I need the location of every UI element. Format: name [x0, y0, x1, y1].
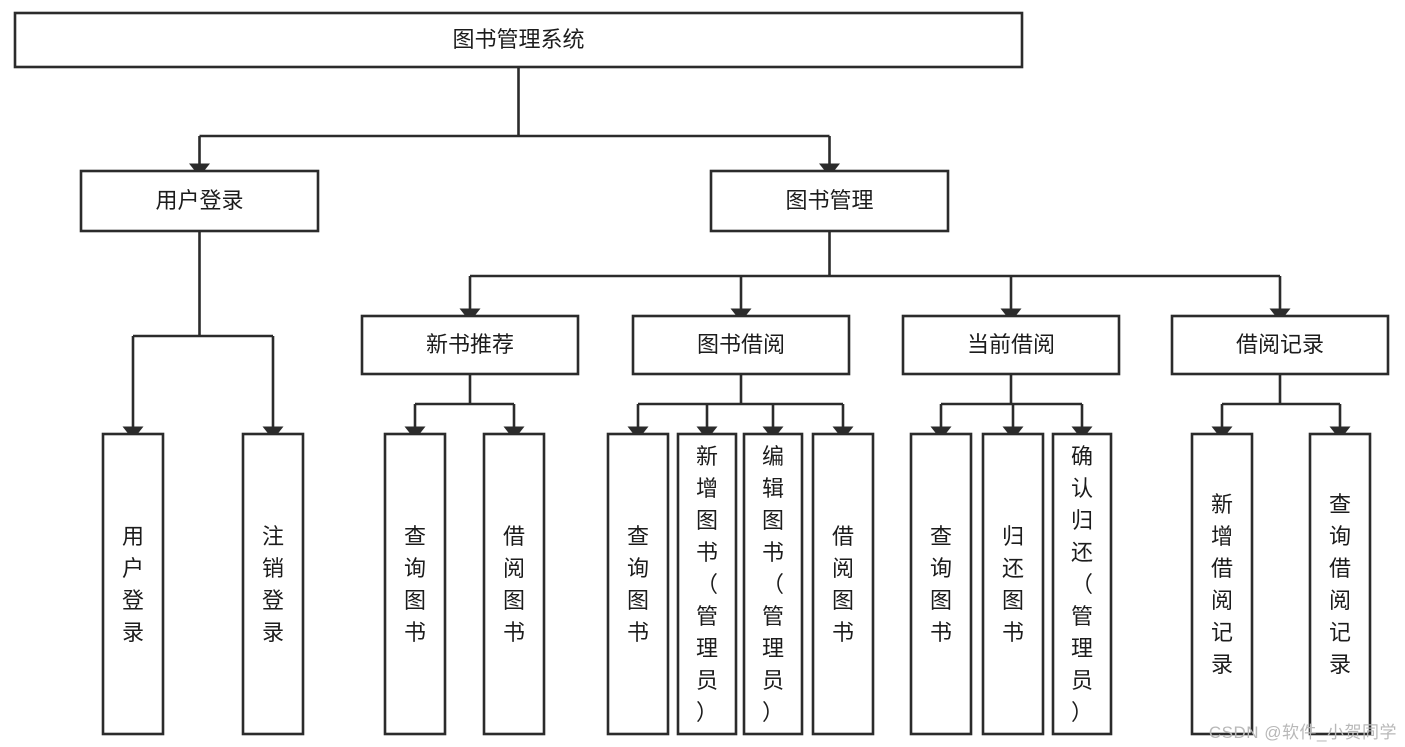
node-label-借阅记录: 借阅记录: [1236, 332, 1324, 357]
node-图书借阅[interactable]: 图书借阅: [631, 314, 851, 376]
node-box-图书管理系统[interactable]: [13, 11, 1024, 69]
node-box-查询图书[interactable]: [606, 432, 670, 736]
node-box-查询图书[interactable]: [909, 432, 973, 736]
node-用户登录[interactable]: 用户登录: [101, 432, 165, 736]
node-label-用户登录: 用户登录: [122, 524, 144, 645]
node-label-借阅图书: 借阅图书: [832, 524, 854, 645]
node-label-注销登录: 注销登录: [262, 524, 284, 645]
node-新增借阅记录[interactable]: 新增借阅记录: [1190, 432, 1254, 736]
node-用户登录[interactable]: 用户登录: [79, 169, 320, 233]
node-确认归还管理员[interactable]: 确认归还（管理员）: [1051, 432, 1113, 736]
node-label-新书推荐: 新书推荐: [426, 332, 514, 357]
node-box-当前借阅[interactable]: [901, 314, 1121, 376]
node-box-借阅图书[interactable]: [482, 432, 546, 736]
watermark-text: CSDN @软件_小贺同学: [1208, 723, 1397, 742]
node-查询图书[interactable]: 查询图书: [606, 432, 670, 736]
node-label-新增借阅记录: 新增借阅记录: [1211, 492, 1233, 677]
node-box-查询借阅记录[interactable]: [1308, 432, 1372, 736]
node-box-归还图书[interactable]: [981, 432, 1045, 736]
node-box-图书管理[interactable]: [709, 169, 950, 233]
node-归还图书[interactable]: 归还图书: [981, 432, 1045, 736]
node-label-归还图书: 归还图书: [1002, 524, 1024, 645]
node-借阅图书[interactable]: 借阅图书: [482, 432, 546, 736]
node-借阅记录[interactable]: 借阅记录: [1170, 314, 1390, 376]
node-label-借阅图书: 借阅图书: [503, 524, 525, 645]
node-box-编辑图书管理员[interactable]: [742, 432, 804, 736]
node-box-新增借阅记录[interactable]: [1190, 432, 1254, 736]
node-boxes: 图书管理系统用户登录图书管理用户登录注销登录新书推荐图书借阅当前借阅借阅记录查询…: [13, 11, 1390, 736]
node-box-新书推荐[interactable]: [360, 314, 580, 376]
connector-lines: [122, 67, 1351, 440]
node-注销登录[interactable]: 注销登录: [241, 432, 305, 736]
node-label-当前借阅: 当前借阅: [967, 332, 1055, 357]
node-label-新增图书管理员: 新增图书（管理员）: [696, 444, 718, 725]
node-新书推荐[interactable]: 新书推荐: [360, 314, 580, 376]
node-box-查询图书[interactable]: [383, 432, 447, 736]
node-查询借阅记录[interactable]: 查询借阅记录: [1308, 432, 1372, 736]
node-box-确认归还管理员[interactable]: [1051, 432, 1113, 736]
node-label-编辑图书管理员: 编辑图书（管理员）: [762, 444, 784, 725]
node-label-图书管理: 图书管理: [785, 188, 873, 213]
node-box-用户登录[interactable]: [79, 169, 320, 233]
node-图书管理系统[interactable]: 图书管理系统: [13, 11, 1024, 69]
node-借阅图书[interactable]: 借阅图书: [811, 432, 875, 736]
node-label-查询图书: 查询图书: [627, 524, 649, 645]
node-box-用户登录[interactable]: [101, 432, 165, 736]
node-新增图书管理员[interactable]: 新增图书（管理员）: [676, 432, 738, 736]
node-label-图书借阅: 图书借阅: [697, 332, 785, 357]
node-查询图书[interactable]: 查询图书: [383, 432, 447, 736]
node-label-查询借阅记录: 查询借阅记录: [1329, 492, 1351, 677]
node-box-图书借阅[interactable]: [631, 314, 851, 376]
node-box-新增图书管理员[interactable]: [676, 432, 738, 736]
node-label-图书管理系统: 图书管理系统: [452, 27, 584, 52]
node-编辑图书管理员[interactable]: 编辑图书（管理员）: [742, 432, 804, 736]
node-label-用户登录: 用户登录: [155, 188, 243, 213]
node-label-查询图书: 查询图书: [930, 524, 952, 645]
node-box-注销登录[interactable]: [241, 432, 305, 736]
node-label-查询图书: 查询图书: [404, 524, 426, 645]
node-查询图书[interactable]: 查询图书: [909, 432, 973, 736]
node-box-借阅记录[interactable]: [1170, 314, 1390, 376]
node-当前借阅[interactable]: 当前借阅: [901, 314, 1121, 376]
node-label-确认归还管理员: 确认归还（管理员）: [1071, 444, 1093, 725]
node-box-借阅图书[interactable]: [811, 432, 875, 736]
node-图书管理[interactable]: 图书管理: [709, 169, 950, 233]
